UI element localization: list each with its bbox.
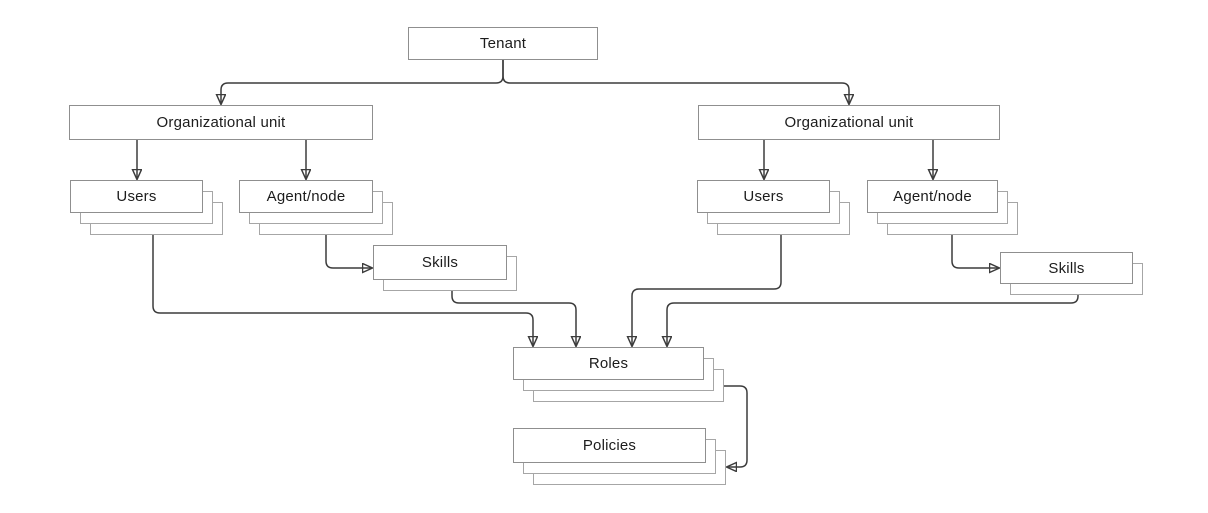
node-users-right-label: Users xyxy=(743,188,784,205)
edge-roles-to-policies xyxy=(724,385,748,467)
node-organizational-unit-left-label: Organizational unit xyxy=(156,114,286,131)
node-skills-left-box: Skills xyxy=(373,245,507,280)
edge-tenant-to-ou-left xyxy=(221,60,504,104)
node-skills-right: Skills xyxy=(1000,252,1143,295)
node-policies-label: Policies xyxy=(582,437,637,454)
node-organizational-unit-left: Organizational unit xyxy=(69,105,373,140)
edge-agent-left-to-skills-left xyxy=(325,235,372,268)
node-policies-box: Policies xyxy=(513,428,706,463)
node-users-left-label: Users xyxy=(116,188,157,205)
node-tenant-box: Tenant xyxy=(408,27,598,60)
node-users-left: Users xyxy=(70,180,223,235)
edge-users-right-to-roles xyxy=(632,235,782,346)
node-users-left-box: Users xyxy=(70,180,203,213)
node-users-right: Users xyxy=(697,180,850,235)
edge-tenant-to-ou-right xyxy=(502,60,849,104)
edge-skills-right-to-roles xyxy=(667,295,1079,346)
edge-skills-left-to-roles xyxy=(451,291,576,346)
node-agent-node-right-box: Agent/node xyxy=(867,180,998,213)
node-agent-node-left-box: Agent/node xyxy=(239,180,373,213)
node-tenant: Tenant xyxy=(408,27,598,60)
node-skills-left-label: Skills xyxy=(421,254,459,271)
node-organizational-unit-right-label: Organizational unit xyxy=(784,114,914,131)
node-agent-node-left-label: Agent/node xyxy=(266,188,346,205)
node-skills-right-label: Skills xyxy=(1048,259,1085,277)
node-tenant-label: Tenant xyxy=(479,35,527,52)
node-organizational-unit-right: Organizational unit xyxy=(698,105,1000,140)
node-users-right-box: Users xyxy=(697,180,830,213)
edge-users-left-to-roles xyxy=(152,235,533,346)
node-agent-node-right-label: Agent/node xyxy=(893,188,972,205)
node-organizational-unit-right-box: Organizational unit xyxy=(698,105,1000,140)
node-organizational-unit-left-box: Organizational unit xyxy=(69,105,373,140)
node-skills-left: Skills xyxy=(373,245,517,291)
node-skills-right-box: Skills xyxy=(1000,252,1133,284)
node-roles-label: Roles xyxy=(588,355,629,372)
node-roles: Roles xyxy=(513,347,724,402)
node-policies: Policies xyxy=(513,428,726,485)
node-agent-node-right: Agent/node xyxy=(867,180,1018,235)
node-roles-box: Roles xyxy=(513,347,704,380)
node-agent-node-left: Agent/node xyxy=(239,180,393,235)
edge-agent-right-to-skills-right xyxy=(951,235,999,268)
